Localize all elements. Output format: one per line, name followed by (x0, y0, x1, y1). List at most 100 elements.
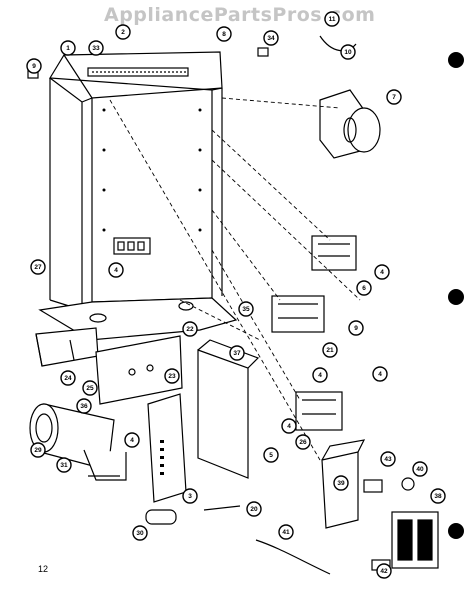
callout-circle (340, 44, 356, 60)
fitting-40 (401, 477, 415, 491)
callout-30: 30 (132, 525, 148, 541)
callout-label: 4 (318, 372, 322, 379)
callout-4: 4 (281, 418, 297, 434)
air-duct (35, 327, 99, 367)
callout-circle (348, 320, 364, 336)
callout-label: 25 (86, 385, 94, 392)
callout-label: 4 (130, 437, 134, 444)
callout-26: 26 (295, 434, 311, 450)
callout-40: 40 (412, 461, 428, 477)
callout-circle (412, 461, 428, 477)
callout-circle (56, 457, 72, 473)
callout-label: 38 (434, 493, 442, 500)
cabinet-box (48, 51, 223, 311)
callout-circle (132, 525, 148, 541)
relay-upper (311, 235, 357, 271)
callout-circle (182, 488, 198, 504)
callout-3: 3 (182, 488, 198, 504)
callout-circle (115, 24, 131, 40)
callout-42: 42 (376, 563, 392, 579)
callout-circle (26, 58, 42, 74)
callout-circle (380, 451, 396, 467)
callout-24: 24 (60, 370, 76, 386)
terminal-block (113, 237, 151, 255)
callout-circle (238, 301, 254, 317)
callout-20: 20 (246, 501, 262, 517)
callout-label: 1 (66, 45, 70, 52)
wall-rivets (102, 108, 202, 232)
callout-label: 35 (242, 306, 250, 313)
callout-label: 34 (267, 35, 275, 42)
callout-circle (76, 398, 92, 414)
callout-label: 9 (354, 325, 358, 332)
callout-circle (182, 321, 198, 337)
callout-circle (312, 367, 328, 383)
callout-circle (263, 30, 279, 46)
divider-wall (197, 339, 260, 479)
callout-8: 8 (216, 26, 232, 42)
callout-4: 4 (108, 262, 124, 278)
callout-label: 23 (168, 373, 176, 380)
binder-hole-middle (448, 289, 464, 305)
clip-34 (257, 47, 269, 57)
callout-circle (229, 345, 245, 361)
callout-label: 9 (32, 63, 36, 70)
callout-41: 41 (278, 524, 294, 540)
callout-1: 1 (60, 40, 76, 56)
callout-label: 36 (80, 403, 88, 410)
callout-label: 33 (92, 45, 100, 52)
callout-circle (60, 40, 76, 56)
callout-label: 22 (186, 326, 194, 333)
callout-label: 26 (299, 439, 307, 446)
callout-label: 6 (362, 285, 366, 292)
callout-circle (60, 370, 76, 386)
callout-label: 3 (188, 493, 192, 500)
leader-lines (109, 97, 361, 461)
callout-21: 21 (322, 342, 338, 358)
callout-2: 2 (115, 24, 131, 40)
callout-label: 5 (269, 452, 273, 459)
callout-10: 10 (340, 44, 356, 60)
relay-middle (271, 295, 325, 333)
callout-label: 8 (222, 31, 226, 38)
callout-label: 27 (34, 264, 42, 271)
callout-circle (30, 259, 46, 275)
callout-label: 4 (114, 267, 118, 274)
callout-circle (263, 447, 279, 463)
wire-harness (319, 35, 357, 52)
callout-4: 4 (312, 367, 328, 383)
callout-35: 35 (238, 301, 254, 317)
callout-29: 29 (30, 442, 46, 458)
callout-22: 22 (182, 321, 198, 337)
callout-label: 40 (416, 466, 424, 473)
watermark: AppliancePartsPros.com (104, 4, 376, 26)
control-panel (95, 335, 183, 405)
callout-34: 34 (263, 30, 279, 46)
callout-label: 21 (326, 347, 334, 354)
callout-31: 31 (56, 457, 72, 473)
callout-label: 7 (392, 94, 396, 101)
resistor-rod (203, 505, 241, 511)
terminal-strip (147, 393, 187, 503)
callout-9: 9 (348, 320, 364, 336)
callout-36: 36 (76, 398, 92, 414)
callout-27: 27 (30, 259, 46, 275)
callout-38: 38 (430, 488, 446, 504)
callout-label: 39 (337, 480, 345, 487)
callout-33: 33 (88, 40, 104, 56)
callout-label: 31 (60, 462, 68, 469)
callout-circle (374, 264, 390, 280)
callout-circle (333, 475, 349, 491)
callout-label: 43 (384, 456, 392, 463)
callout-4: 4 (124, 432, 140, 448)
capacitor-strap (83, 449, 127, 481)
callout-4: 4 (374, 264, 390, 280)
callout-circle (164, 368, 180, 384)
callout-circle (356, 280, 372, 296)
callout-label: 4 (287, 423, 291, 430)
callout-circle (324, 11, 340, 27)
callout-23: 23 (164, 368, 180, 384)
callout-label: 30 (136, 530, 144, 537)
